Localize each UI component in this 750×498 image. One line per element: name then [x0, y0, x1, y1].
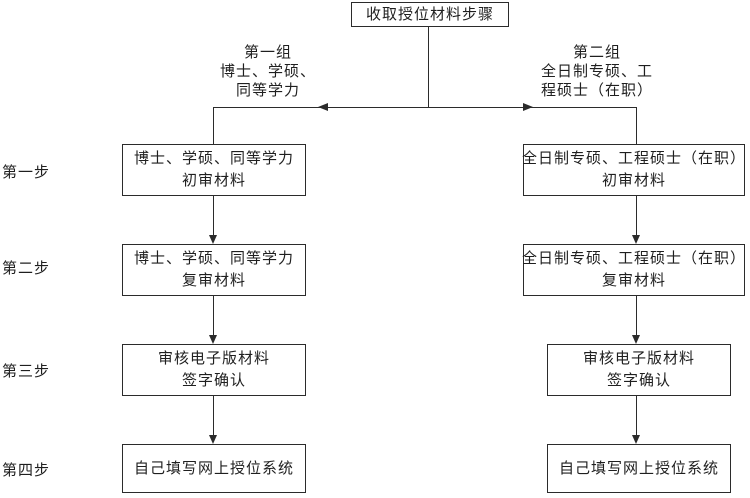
- box-line: 自己填写网上授位系统: [558, 460, 719, 477]
- box-group2-step1: 全日制专硕、工程硕士（在职） 初审材料: [522, 144, 747, 196]
- step-label-1: 第一步: [2, 165, 51, 181]
- box-group2-step3: 审核电子版材料 签字确认: [547, 344, 731, 396]
- group-header-line: 程硕士（在职）: [540, 83, 653, 99]
- box-group2-step2: 全日制专硕、工程硕士（在职） 复审材料: [522, 244, 747, 296]
- arrow-down-icon: [632, 235, 640, 244]
- box-line: 签字确认: [181, 373, 246, 389]
- box-line: 全日制专硕、工程硕士（在职）: [522, 251, 747, 267]
- flowchart-title-box: 收取授位材料步骤: [351, 2, 509, 27]
- connector-right-1-2: [636, 196, 637, 236]
- box-group1-step3: 审核电子版材料 签字确认: [122, 344, 306, 396]
- group-header-line: 全日制专硕、工: [540, 64, 653, 80]
- connector-split-bar: [213, 107, 637, 108]
- box-line: 复审材料: [181, 273, 246, 289]
- group-header-line: 第二组: [572, 45, 621, 61]
- step-label-2: 第二步: [2, 261, 51, 277]
- connector-right-3-4: [636, 396, 637, 436]
- arrow-down-icon: [209, 335, 217, 344]
- arrow-down-icon: [632, 435, 640, 444]
- box-line: 审核电子版材料: [582, 351, 695, 367]
- connector-left-2-3: [213, 296, 214, 336]
- group-header-right: 第二组 全日制专硕、工 程硕士（在职）: [523, 44, 671, 101]
- box-line: 全日制专硕、工程硕士（在职）: [522, 151, 747, 167]
- box-group1-step2: 博士、学硕、同等学力 复审材料: [122, 244, 306, 296]
- box-line: 签字确认: [606, 373, 671, 389]
- box-line: 博士、学硕、同等学力: [133, 251, 294, 267]
- group-header-line: 第一组: [243, 45, 292, 61]
- arrow-right-icon: [523, 103, 533, 111]
- box-line: 自己填写网上授位系统: [133, 460, 294, 477]
- arrow-down-icon: [209, 235, 217, 244]
- step-label-4: 第四步: [2, 463, 51, 479]
- arrow-down-icon: [632, 335, 640, 344]
- box-line: 复审材料: [601, 273, 666, 289]
- connector-branch-left: [213, 107, 214, 145]
- box-group1-step4: 自己填写网上授位系统: [122, 444, 306, 493]
- group-header-line: 同等学力: [235, 83, 300, 99]
- flowchart-title: 收取授位材料步骤: [365, 6, 494, 23]
- box-group1-step1: 博士、学硕、同等学力 初审材料: [122, 144, 306, 196]
- connector-left-1-2: [213, 196, 214, 236]
- box-line: 初审材料: [181, 173, 246, 189]
- arrow-left-icon: [318, 103, 328, 111]
- box-group2-step4: 自己填写网上授位系统: [547, 444, 731, 493]
- connector-branch-right: [636, 107, 637, 145]
- group-header-left: 第一组 博士、学硕、 同等学力: [198, 44, 338, 101]
- box-line: 初审材料: [601, 173, 666, 189]
- group-header-line: 博士、学硕、: [219, 64, 316, 80]
- box-line: 审核电子版材料: [157, 351, 270, 367]
- step-label-3: 第三步: [2, 364, 51, 380]
- connector-right-2-3: [636, 296, 637, 336]
- connector-left-3-4: [213, 396, 214, 436]
- connector-title-stem: [428, 27, 429, 107]
- arrow-down-icon: [209, 435, 217, 444]
- box-line: 博士、学硕、同等学力: [133, 151, 294, 167]
